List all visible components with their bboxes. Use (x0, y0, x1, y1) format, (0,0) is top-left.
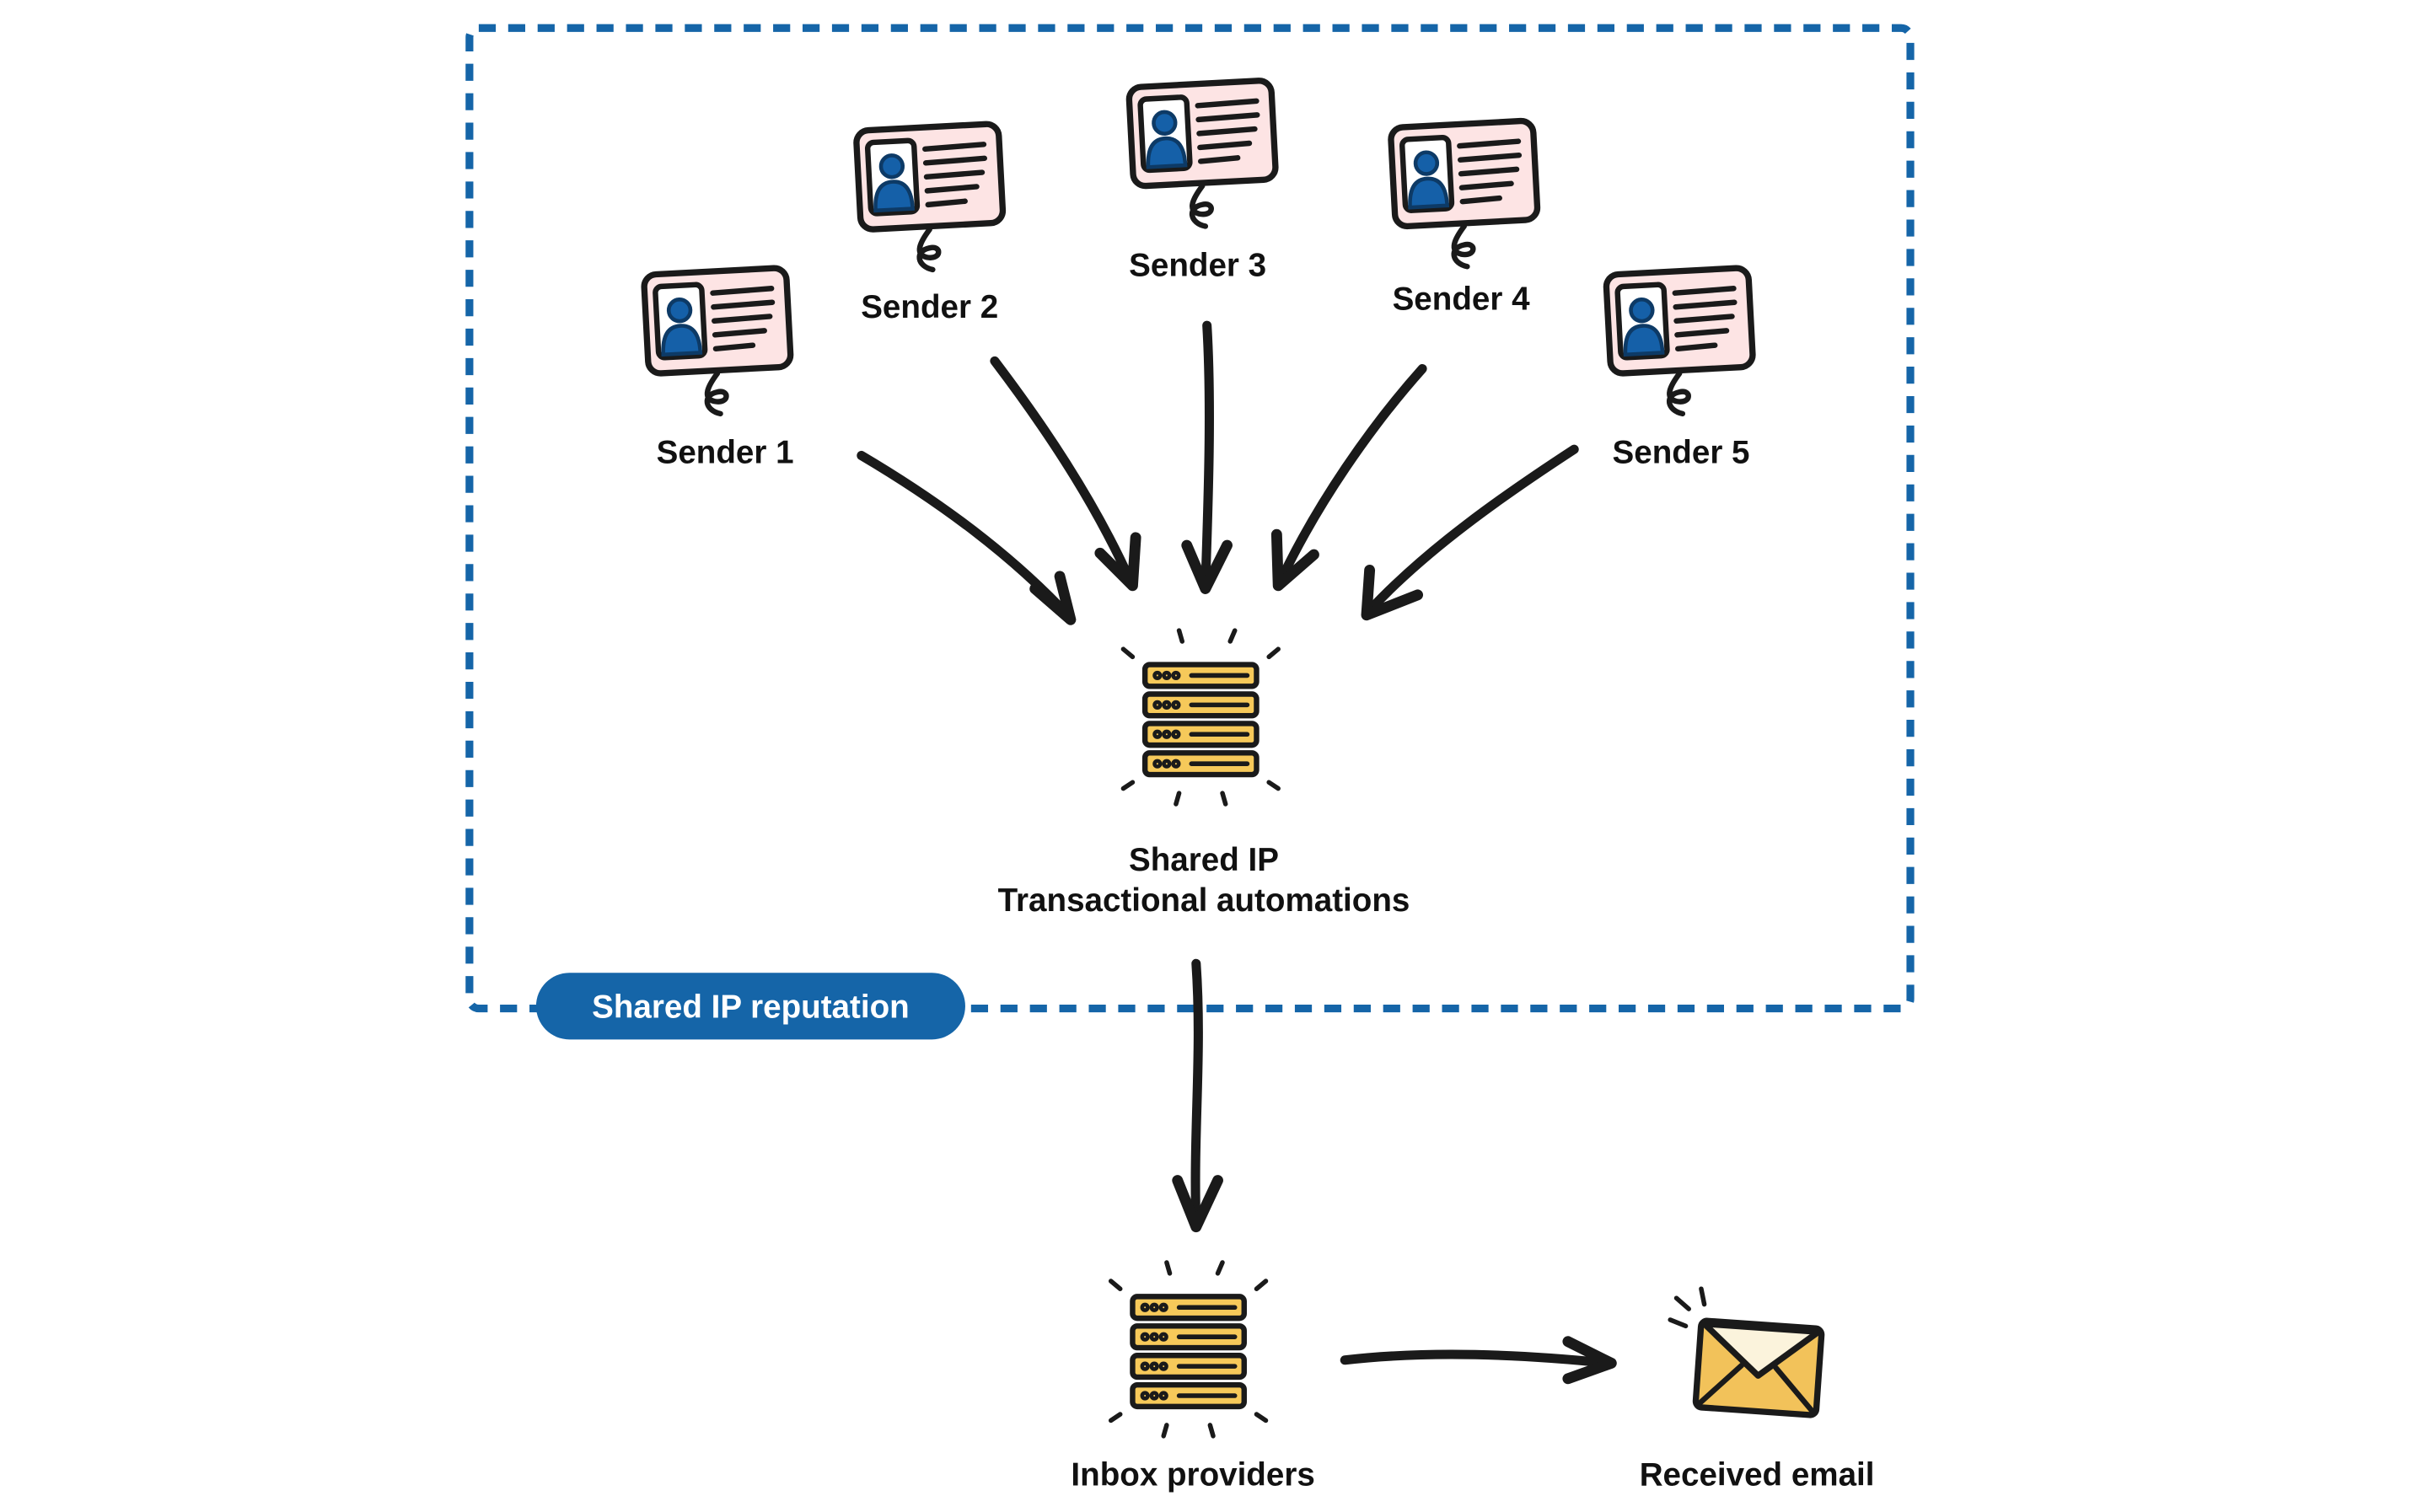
arrow-sender-3 (1181, 320, 1233, 594)
shared-ip-reputation-group (465, 24, 1915, 1013)
sender-5-label: Sender 5 (1613, 435, 1750, 471)
sender-4-label: Sender 4 (1393, 281, 1531, 318)
sender-2: Sender 2 (856, 124, 1003, 325)
sender-3: Sender 3 (1129, 80, 1276, 283)
id-card-icon (1129, 80, 1276, 226)
arrow-sender-2 (990, 356, 1141, 592)
envelope-icon (1692, 1317, 1825, 1418)
arrow-to-received-email (1340, 1336, 1617, 1385)
arrow-sender-5 (1361, 444, 1579, 621)
id-card-icon (1606, 267, 1754, 413)
arrow-sender-1 (857, 450, 1077, 625)
shared-ip-subtitle: Transactional automations (998, 882, 1410, 919)
arrow-sender-4 (1270, 364, 1427, 592)
received-email-node: Received email (1640, 1286, 1875, 1493)
id-card-icon (1390, 121, 1538, 266)
server-icon (1111, 1263, 1266, 1436)
inbox-providers-label: Inbox providers (1071, 1457, 1314, 1493)
sender-1: Sender 1 (643, 267, 794, 471)
received-email-label: Received email (1640, 1457, 1875, 1493)
sender-5: Sender 5 (1606, 267, 1754, 471)
shared-ip-title: Shared IP (1129, 842, 1279, 878)
shared-ip-node: Shared IP Transactional automations (998, 630, 1410, 919)
id-card-icon (643, 267, 791, 413)
inbox-providers-node: Inbox providers (1071, 1263, 1315, 1493)
sender-2-label: Sender 2 (861, 289, 998, 325)
arrow-to-inbox-providers (1172, 958, 1223, 1233)
sender-1-label: Sender 1 (657, 435, 794, 471)
sender-4: Sender 4 (1390, 121, 1538, 318)
shared-ip-reputation-badge: Shared IP reputation (535, 973, 965, 1040)
id-card-icon (856, 124, 1003, 270)
shared-ip-reputation-label: Shared IP reputation (592, 989, 910, 1026)
sender-3-label: Sender 3 (1129, 247, 1266, 283)
server-icon (1123, 630, 1278, 804)
